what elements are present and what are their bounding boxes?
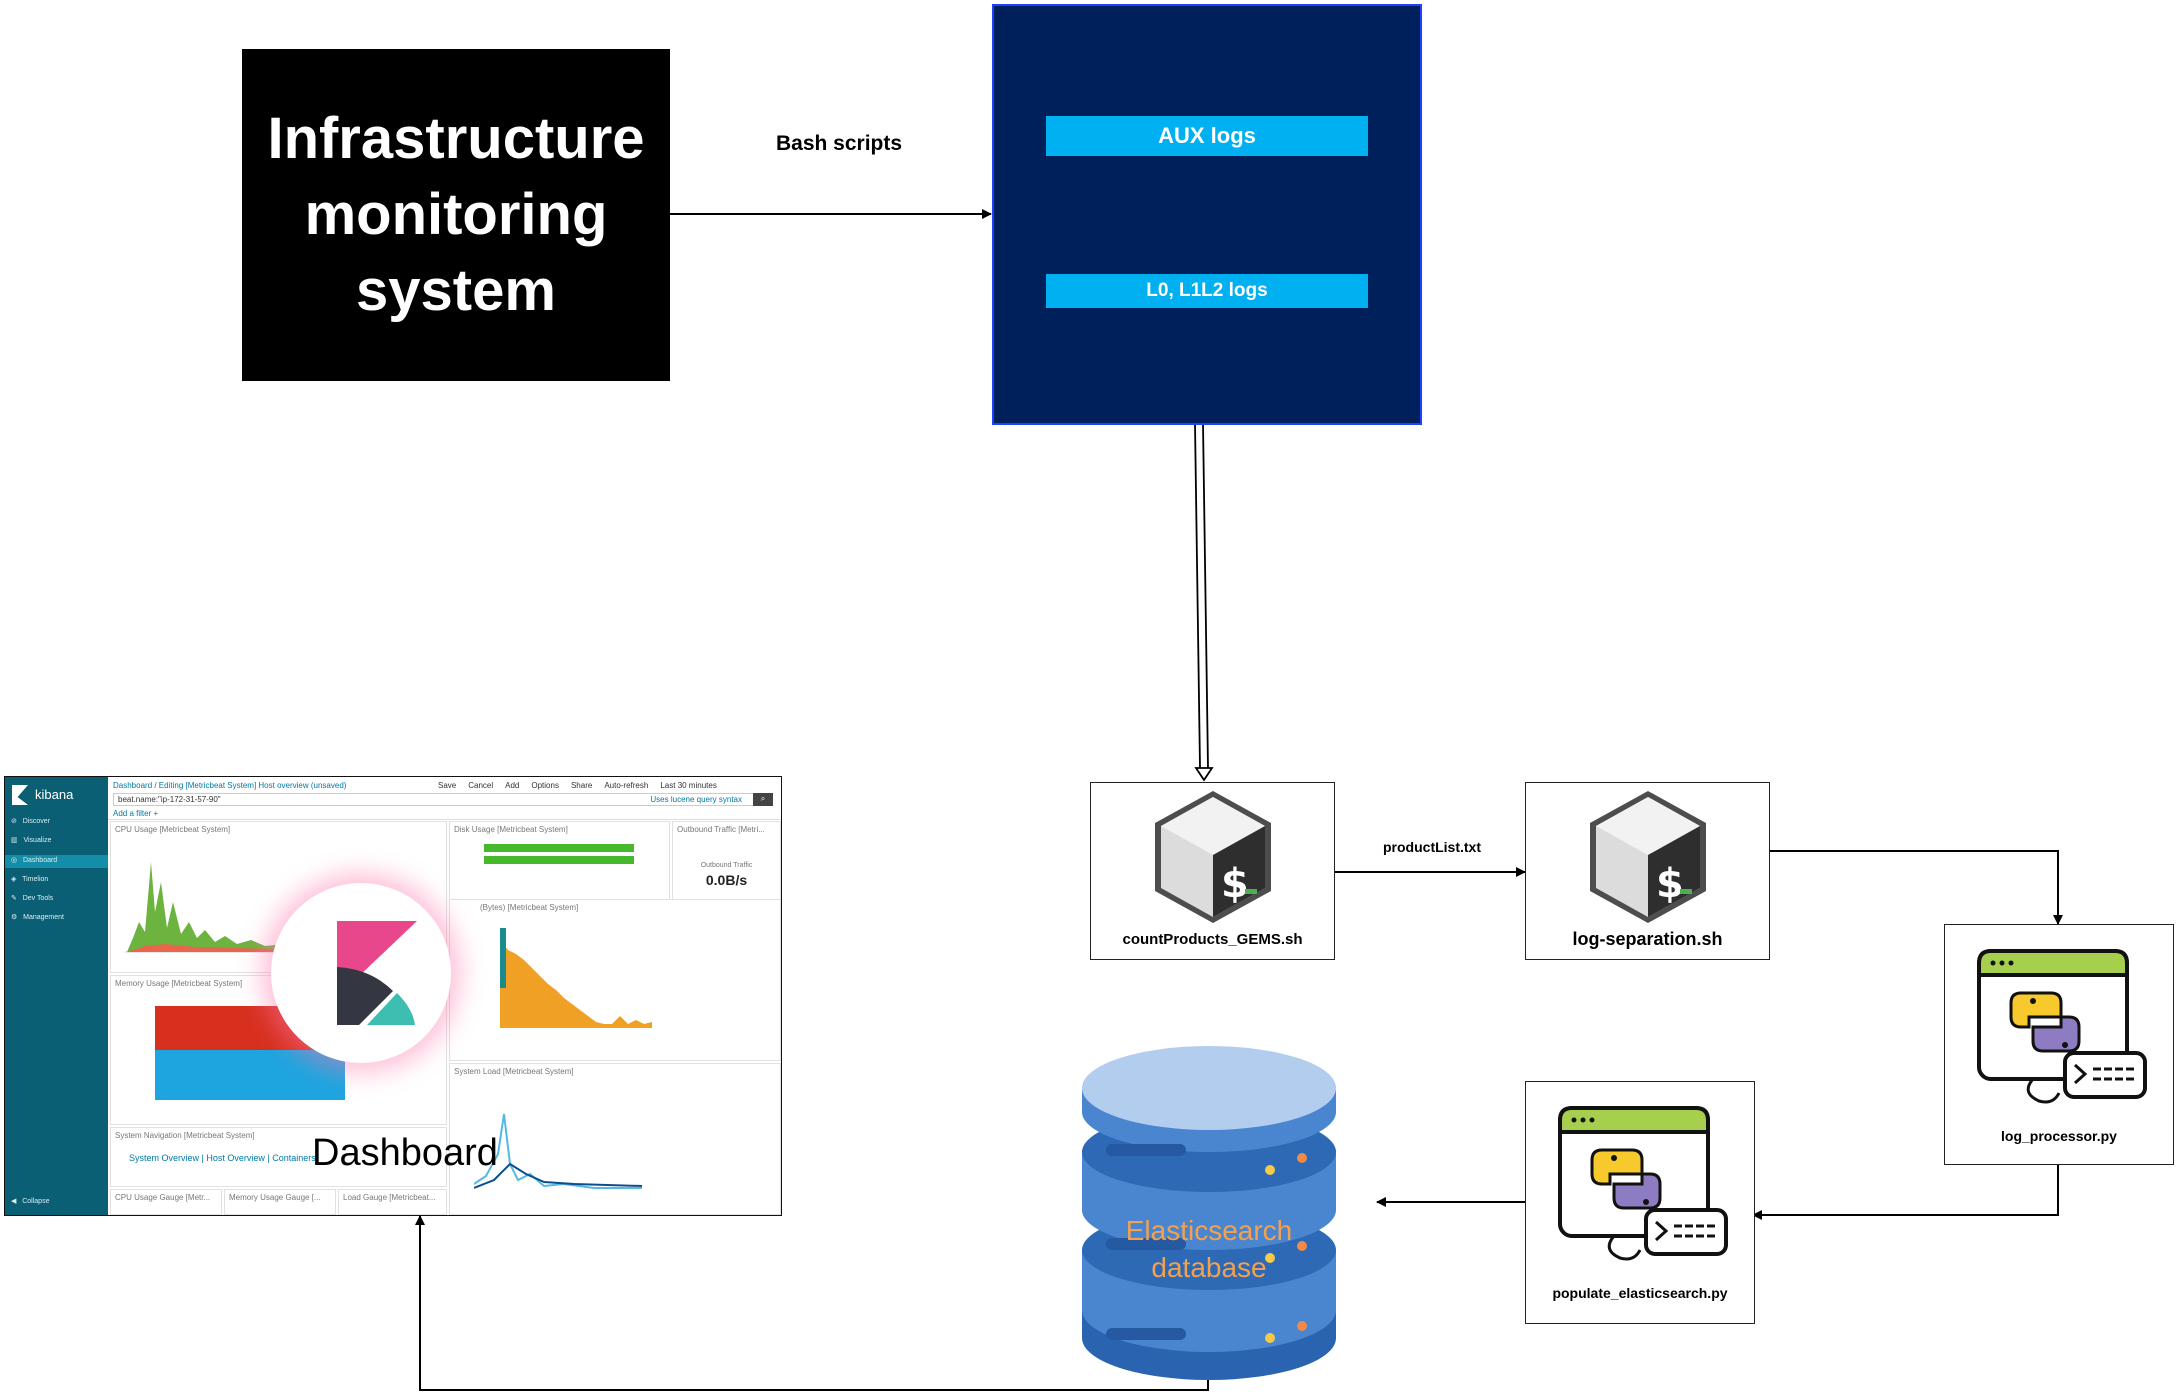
panel-title: (Bytes) [Metricbeat System] <box>480 903 579 912</box>
arrow-logs-to-count-b <box>1202 423 1209 769</box>
dashboard-label: Dashboard <box>312 1132 498 1174</box>
populate-elasticsearch-node: populate_elasticsearch.py <box>1525 1081 1755 1324</box>
panel-title: System Navigation [Metricbeat System] <box>115 1131 255 1140</box>
arrow-processor-to-populate <box>1752 1165 2059 1220</box>
kibana-collapse[interactable]: ◀ Collapse <box>11 1198 50 1205</box>
bash-scripts-label: Bash scripts <box>776 132 903 155</box>
panel-network-bytes: (Bytes) [Metricbeat System] <box>449 899 781 1061</box>
time-range-button[interactable]: Last 30 minutes <box>660 781 717 790</box>
infrastructure-line-2: monitoring <box>304 182 608 247</box>
kibana-query-text: beat.name:"ip-172-31-57-90" <box>118 795 221 804</box>
kibana-nav-label: Timelion <box>22 876 49 883</box>
panel-title: Memory Usage Gauge [... <box>229 1193 321 1202</box>
log-separation-node: $ log-separation.sh <box>1525 782 1770 960</box>
panel-title: CPU Usage [Metricbeat System] <box>115 825 231 834</box>
arrow-logs-to-count-a <box>1194 423 1201 769</box>
panel-title: Disk Usage [Metricbeat System] <box>454 825 568 834</box>
save-button[interactable]: Save <box>438 781 457 790</box>
kibana-dashboard-screenshot: kibana ⊘ Discover ▥ Visualize ◎ Dashboar… <box>4 776 782 1216</box>
populate-elasticsearch-label: populate_elasticsearch.py <box>1552 1285 1728 1301</box>
options-button[interactable]: Options <box>531 781 559 790</box>
kibana-topbar: Dashboard / Editing [Metricbeat System] … <box>108 777 781 820</box>
panel-load-gauge: Load Gauge [Metricbeat... <box>338 1189 447 1215</box>
kibana-nav-label: Management <box>23 914 64 921</box>
kibana-breadcrumb: Dashboard / Editing [Metricbeat System] … <box>113 781 347 790</box>
python-terminal-icon <box>1558 1106 1728 1261</box>
level-logs-bar: L0, L1L2 logs <box>1046 274 1368 308</box>
panel-system-load: System Load [Metricbeat System] <box>449 1063 781 1215</box>
infrastructure-monitoring-box: Infrastructure monitoring system <box>242 49 670 381</box>
disk-bar-2 <box>484 856 634 864</box>
kibana-nav-discover[interactable]: ⊘ Discover <box>11 818 50 825</box>
add-filter-link[interactable]: Add a filter + <box>113 809 159 818</box>
outbound-label: Outbound Traffic <box>700 862 753 869</box>
database-icon <box>1082 1046 1336 1380</box>
kibana-nav-devtools[interactable]: ✎ Dev Tools <box>11 895 54 902</box>
svg-text:$: $ <box>1656 861 1684 907</box>
panel-cpu-gauge: CPU Usage Gauge [Metr... <box>110 1189 222 1215</box>
kibana-nav-dashboard[interactable]: ◎ Dashboard <box>11 857 58 864</box>
kibana-actions: Save Cancel Add Options Share Auto-refre… <box>438 781 717 790</box>
search-button[interactable]: ⌕ <box>753 793 773 806</box>
auto-refresh-button[interactable]: Auto-refresh <box>604 781 649 790</box>
panel-title: System Load [Metricbeat System] <box>454 1067 574 1076</box>
kibana-nav-label: Dev Tools <box>22 895 54 902</box>
kibana-nav-timelion[interactable]: ◈ Timelion <box>11 876 49 883</box>
infrastructure-line-3: system <box>356 258 556 323</box>
kibana-nav-label: Dashboard <box>22 857 58 864</box>
log-processor-label: log_processor.py <box>2001 1128 2117 1144</box>
database-label-line-2: database <box>1151 1252 1267 1283</box>
add-button[interactable]: Add <box>505 781 520 790</box>
cancel-button[interactable]: Cancel <box>468 781 494 790</box>
arrow-logs-to-count-head <box>1194 767 1214 782</box>
panel-title: Memory Usage [Metricbeat System] <box>115 979 243 988</box>
kibana-nav-management[interactable]: ⚙ Management <box>11 914 64 921</box>
count-products-label: countProducts_GEMS.sh <box>1122 931 1303 948</box>
elasticsearch-database: Elasticsearch database <box>1078 1040 1340 1382</box>
shell-icon: $ <box>1155 791 1271 923</box>
kibana-logo-icon <box>12 785 28 805</box>
arrow-separation-to-processor <box>1770 850 2063 925</box>
log-separation-label: log-separation.sh <box>1572 929 1723 949</box>
kibana-nav-label: Discover <box>22 818 50 825</box>
database-label: Elasticsearch database <box>1078 1212 1340 1286</box>
count-products-node: $ countProducts_GEMS.sh <box>1090 782 1335 960</box>
panel-title: CPU Usage Gauge [Metr... <box>115 1193 211 1202</box>
kibana-sidebar: kibana ⊘ Discover ▥ Visualize ◎ Dashboar… <box>5 777 108 1215</box>
infrastructure-line-1: Infrastructure <box>267 106 645 171</box>
python-terminal-icon <box>1977 949 2147 1104</box>
product-list-label: productList.txt <box>1383 839 1481 855</box>
panel-title: Load Gauge [Metricbeat... <box>343 1193 436 1202</box>
panel-title: Outbound Traffic [Metri... <box>677 825 765 834</box>
panel-system-navigation: System Navigation [Metricbeat System] Sy… <box>110 1127 447 1187</box>
kibana-query-hint: Uses lucene query syntax <box>650 795 742 804</box>
disk-bar-1 <box>484 844 634 852</box>
arrow-database-to-dashboard <box>415 1215 1209 1391</box>
panel-memory-gauge: Memory Usage Gauge [... <box>224 1189 336 1215</box>
share-button[interactable]: Share <box>570 781 593 790</box>
kibana-nav-visualize[interactable]: ▥ Visualize <box>11 837 52 844</box>
kibana-brand: kibana <box>35 787 74 802</box>
kibana-collapse-label: Collapse <box>22 1198 50 1205</box>
shell-icon: $ <box>1590 791 1706 923</box>
system-navigation-links[interactable]: System Overview | Host Overview | Contai… <box>129 1153 316 1163</box>
aux-logs-bar: AUX logs <box>1046 116 1368 156</box>
kibana-query-input[interactable]: beat.name:"ip-172-31-57-90" Uses lucene … <box>113 793 769 806</box>
kibana-nav-label: Visualize <box>23 837 52 844</box>
bytes-bar-chart <box>500 928 652 1028</box>
kibana-logo-icon <box>337 921 417 1025</box>
logs-box: AUX logs L0, L1L2 logs <box>992 4 1422 425</box>
log-processor-node: log_processor.py <box>1944 924 2174 1165</box>
database-label-line-1: Elasticsearch <box>1125 1215 1293 1246</box>
outbound-value: 0.0B/s <box>705 872 748 888</box>
svg-text:$: $ <box>1221 861 1249 907</box>
kibana-logo-badge <box>271 883 451 1063</box>
load-line-chart <box>474 1113 643 1189</box>
kibana-nav-active <box>5 855 108 868</box>
